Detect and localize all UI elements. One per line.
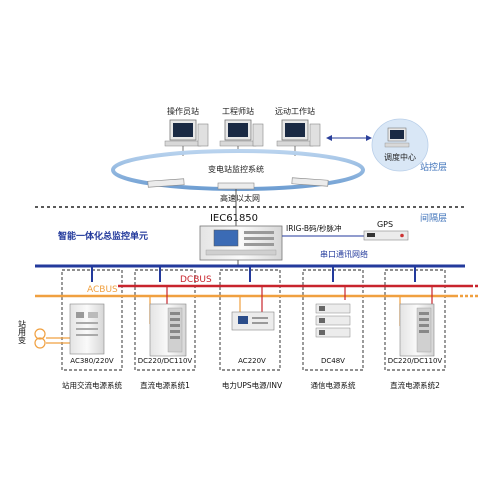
network-switch-right xyxy=(291,177,329,187)
station-transformer-label: 站用变 xyxy=(18,319,27,345)
workstation-operator: 操作员站 xyxy=(164,106,209,147)
transformer-icon xyxy=(34,328,70,349)
workstation-label: 操作员站 xyxy=(167,106,199,116)
subsystem-name: 直流电源系统1 xyxy=(140,380,190,390)
bay-layer-label: 间隔层 xyxy=(420,212,447,224)
subsystem-voltage: DC220/DC110V xyxy=(138,357,193,365)
ac-bus-label: ACBUS xyxy=(87,285,118,295)
dc-drops xyxy=(166,286,433,318)
serial-network-label: 串口通讯网络 xyxy=(320,249,368,259)
station-layer-label: 站控层 xyxy=(420,161,447,173)
cabinet-dc-system-2 xyxy=(399,303,435,357)
monitor-unit-device xyxy=(199,225,283,261)
network-label: 高速以太网 xyxy=(220,193,260,203)
dc-bus-label: DCBUS xyxy=(180,275,212,285)
subsystem-voltage: DC220/DC110V xyxy=(388,357,443,365)
serial-drops xyxy=(91,266,416,282)
workstation-label: 工程师站 xyxy=(222,106,254,116)
subsystem-name: 电力UPS电源/INV xyxy=(222,380,283,390)
subsystem-voltage: AC380/220V xyxy=(70,357,114,365)
subsystem-name: 通信电源系统 xyxy=(311,380,356,390)
network-switch-left xyxy=(147,178,185,188)
cabinet-ac-system xyxy=(69,303,105,355)
gps-label: GPS xyxy=(377,220,393,229)
gps-device xyxy=(363,230,409,241)
cabinet-dc-system-1 xyxy=(149,303,187,357)
workstation-engineer: 工程师站 xyxy=(219,106,264,147)
dispatch-center: 调度中心 xyxy=(371,118,429,172)
subsystem-name: 站用交流电源系统 xyxy=(62,380,122,390)
sync-label: IRIG-B码/秒脉冲 xyxy=(286,223,342,233)
ups-device xyxy=(231,311,275,331)
system-label: 变电站监控系统 xyxy=(208,164,264,174)
monitor-unit-label: 智能一体化总监控单元 xyxy=(58,230,148,242)
subsystem-voltage: AC220V xyxy=(238,357,266,365)
workstation-label: 远动工作站 xyxy=(275,106,315,116)
protocol-label: IEC61850 xyxy=(210,213,258,224)
dispatch-label: 调度中心 xyxy=(384,152,416,162)
subsystem-voltage: DC48V xyxy=(321,357,345,365)
network-switch-center xyxy=(217,182,255,190)
comm-power-modules xyxy=(315,303,351,338)
subsystem-name: 直流电源系统2 xyxy=(390,380,440,390)
workstation-remote: 远动工作站 xyxy=(275,106,321,147)
ac-drops xyxy=(149,296,401,326)
